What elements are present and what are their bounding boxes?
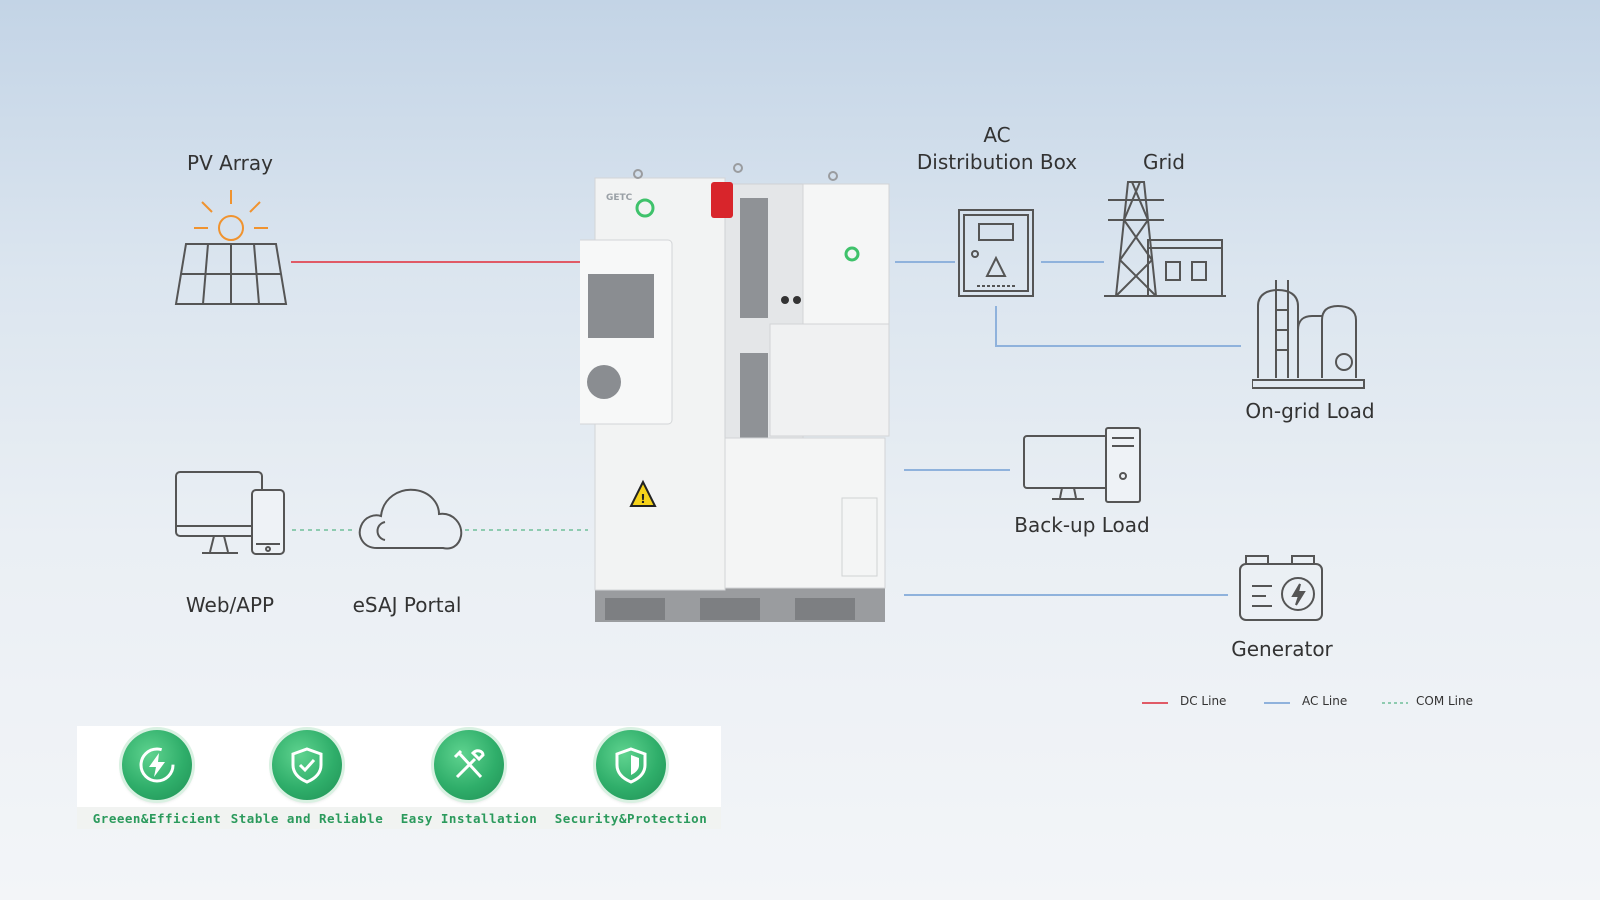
- feature-label: Security&Protection: [554, 811, 708, 826]
- desktop-computer-icon: [1023, 427, 1141, 503]
- esaj-portal-label: eSAJ Portal: [352, 593, 462, 617]
- shield-icon: [615, 747, 647, 784]
- legend-swatches: [1142, 702, 1408, 704]
- ac-distribution-box-label-line2: Distribution Box: [916, 150, 1078, 174]
- back-up-load-label: Back-up Load: [1014, 513, 1150, 537]
- transmission-tower-icon: [1104, 181, 1226, 297]
- lightning-icon: [139, 747, 175, 783]
- factory-tanks-icon: [1252, 280, 1365, 389]
- ac-line-ongrid: [995, 306, 1241, 347]
- feature-badges: Greeen&Efficient Stable and Reliable Eas…: [77, 726, 721, 829]
- tools-icon: [453, 749, 485, 779]
- cloud-icon: [358, 488, 463, 550]
- feature-circle: [434, 730, 504, 800]
- feature-circle: [122, 730, 192, 800]
- feature-circle: [272, 730, 342, 800]
- feature-label: Stable and Reliable: [230, 811, 384, 826]
- solar-panel-icon: [174, 190, 288, 305]
- feature-security-protection: Security&Protection: [551, 726, 711, 829]
- feature-circle: [596, 730, 666, 800]
- legend-dc-label: DC Line: [1180, 694, 1227, 708]
- computer-phone-icon: [175, 471, 285, 555]
- ac-distribution-box-label-line1: AC: [983, 123, 1011, 147]
- legend-ac-label: AC Line: [1302, 694, 1348, 708]
- svg-text:!: !: [640, 492, 645, 506]
- generator-icon: [1239, 555, 1323, 621]
- shield-check-icon: [291, 747, 323, 784]
- grid-label: Grid: [1143, 150, 1185, 174]
- energy-storage-cabinet: GETC !: [580, 163, 890, 622]
- web-app-label: Web/APP: [185, 593, 275, 617]
- feature-strip: [77, 807, 721, 829]
- legend-com-label: COM Line: [1416, 694, 1473, 708]
- feature-easy-installation: Easy Installation: [389, 726, 549, 829]
- feature-stable-reliable: Stable and Reliable: [227, 726, 387, 829]
- on-grid-load-label: On-grid Load: [1245, 399, 1375, 423]
- distribution-box-icon: [958, 209, 1034, 297]
- generator-label: Generator: [1231, 637, 1333, 661]
- feature-label: Greeen&Efficient: [92, 811, 222, 826]
- pv-array-label: PV Array: [187, 151, 273, 175]
- feature-label: Easy Installation: [400, 811, 538, 826]
- cabinet-brand: GETC: [606, 193, 633, 203]
- feature-green-efficient: Greeen&Efficient: [77, 726, 237, 829]
